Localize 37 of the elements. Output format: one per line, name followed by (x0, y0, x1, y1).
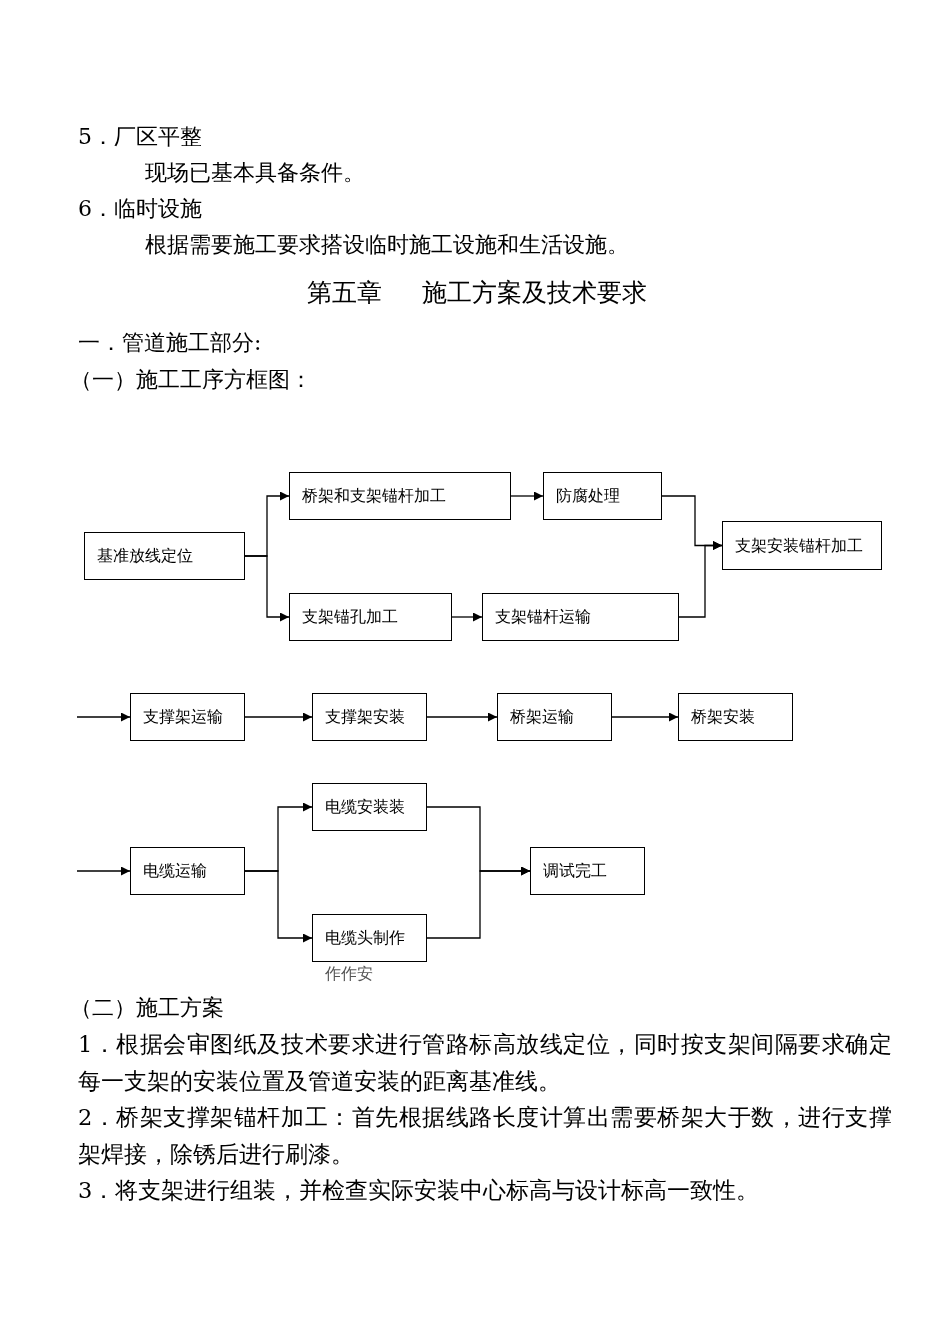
connector-arrow (244, 870, 313, 943)
process-box: 支架锚杆运输 (482, 593, 679, 641)
process-box: 桥架安装 (678, 693, 793, 741)
connector-arrow (510, 491, 544, 501)
numbered-paragraph: 1．根据会审图纸及技术要求进行管路标高放线定位，同时按支架间隔要求确定每一支架的安装位置及管道安装的距离基准线。 (78, 1030, 892, 1096)
chapter-title: 第五章 施工方案及技术要求 (307, 277, 647, 309)
section-heading: 一．管道施工部分: (78, 329, 262, 357)
numbered-paragraph: 3．将支架进行组装，并检查实际安装中心标高与设计标高一致性。 (78, 1176, 761, 1205)
connector-arrow (611, 712, 679, 722)
process-box: 电缆头制作 (312, 914, 427, 962)
section-heading: 5．厂区平整 (78, 123, 202, 151)
process-box: 支架安装锚杆加工 (722, 521, 882, 570)
process-box: 电缆运输 (130, 847, 245, 895)
connector-arrow (76, 866, 131, 876)
paragraph: 现场已基本具备条件。 (145, 159, 365, 187)
connector-arrow (244, 712, 313, 722)
connector-arrow (678, 541, 723, 618)
process-box: 支撑架运输 (130, 693, 245, 741)
subsection-heading: （二）施工方案 (70, 994, 224, 1022)
process-box: 支撑架安装 (312, 693, 427, 741)
connector-arrow (76, 712, 131, 722)
numbered-paragraph: 2．桥架支撑架锚杆加工：首先根据线路长度计算出需要桥架大于数，进行支撑架焊接，除锈后进行刷漆。 (78, 1103, 892, 1169)
process-box: 桥架和支架锚杆加工 (289, 472, 511, 520)
connector-arrow (426, 712, 498, 722)
process-box: 调试完工 (530, 847, 645, 895)
connector-arrow (451, 612, 483, 622)
process-box: 防腐处理 (543, 472, 662, 520)
section-heading: 6．临时设施 (78, 195, 202, 223)
process-box: 基准放线定位 (84, 532, 245, 580)
connector-arrow (244, 555, 290, 622)
process-box: 支架锚孔加工 (289, 593, 452, 641)
process-box: 桥架运输 (497, 693, 612, 741)
subsection-heading: （一）施工工序方框图： (70, 366, 312, 394)
process-box: 电缆安装装 (312, 783, 427, 831)
connector-arrow (426, 866, 531, 939)
paragraph: 根据需要施工要求搭设临时施工设施和生活设施。 (145, 231, 629, 259)
box-note: 作作安 (325, 964, 373, 984)
